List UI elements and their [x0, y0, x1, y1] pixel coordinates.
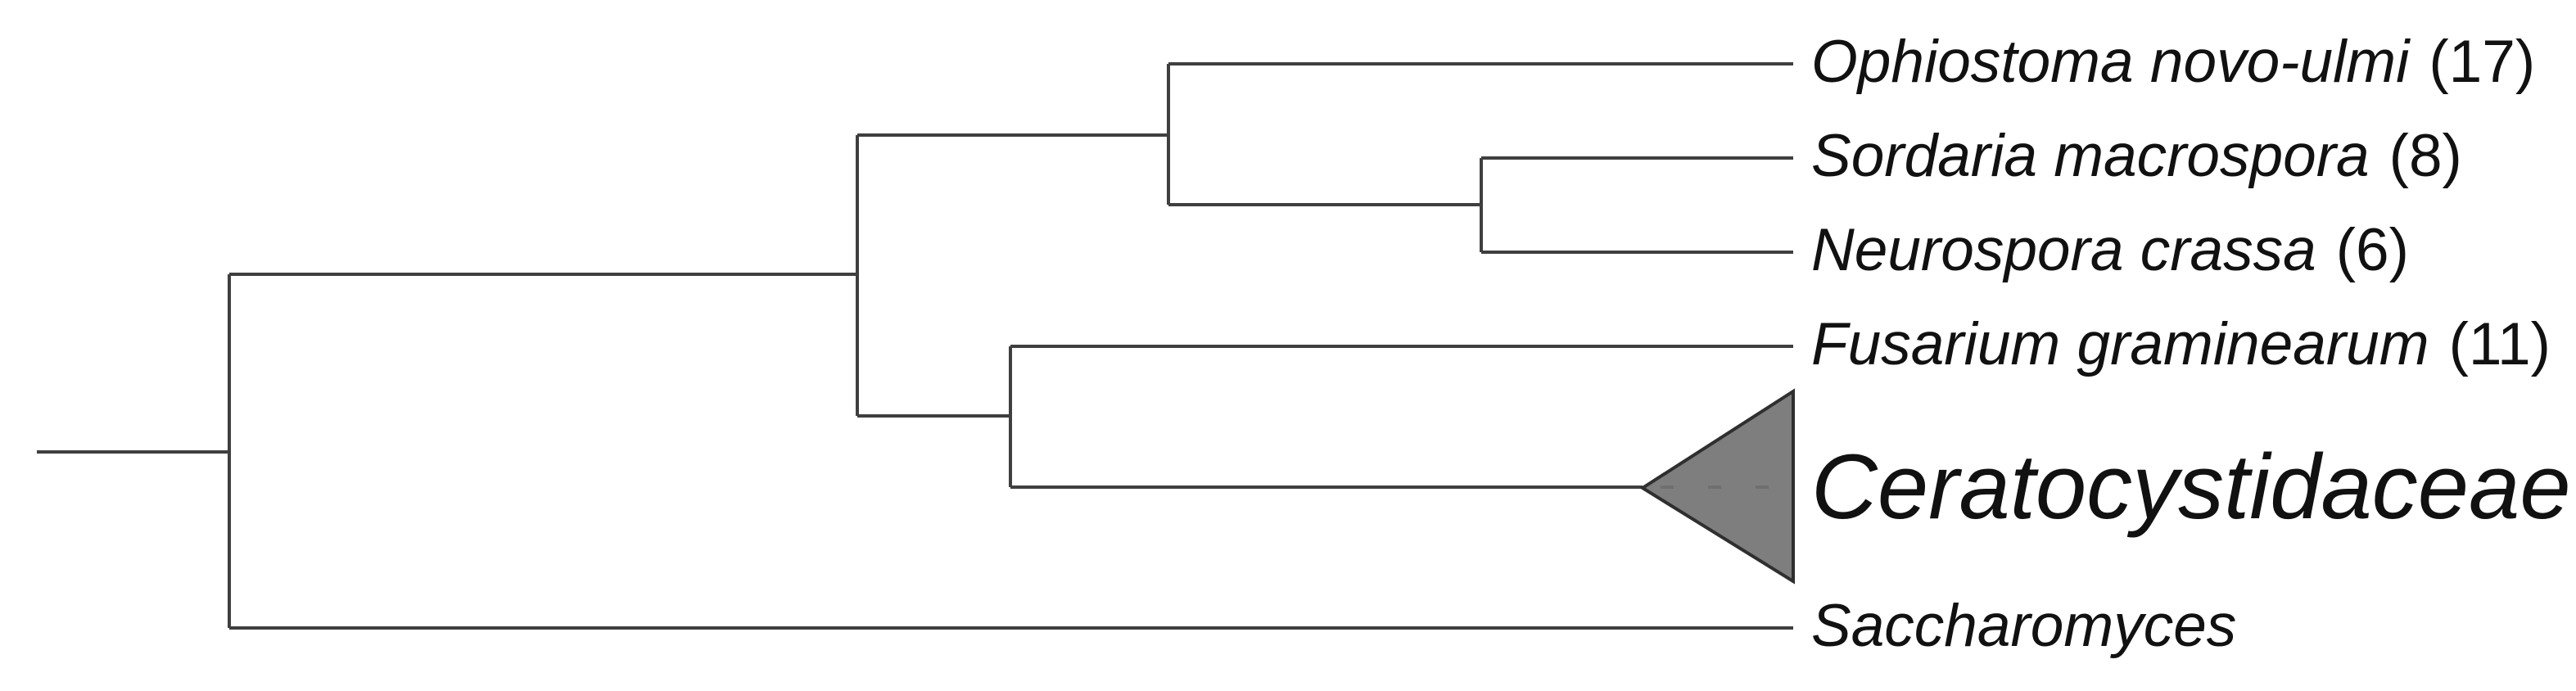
taxon-name: Saccharomyces: [1811, 593, 2236, 659]
taxon-name: Neurospora crassa: [1811, 217, 2316, 283]
branches-group: [37, 62, 1793, 630]
taxon-count: (11): [2449, 311, 2551, 377]
taxon-name: Sordaria macrospora: [1811, 123, 2370, 189]
tip-label-sordaria: Sordaria macrospora (8): [1811, 123, 2462, 189]
taxon-count: (8): [2389, 123, 2462, 189]
tip-label-ophiostoma: Ophiostoma novo-ulmi (17): [1811, 29, 2535, 95]
taxon-count: (6): [2336, 217, 2409, 283]
taxon-count: (17): [2429, 29, 2535, 95]
clade-label-ceratocystidaceae: Ceratocystidaceae: [1811, 436, 2571, 538]
tip-label-neurospora: Neurospora crassa (6): [1811, 217, 2409, 283]
taxon-name: Fusarium graminearum: [1811, 311, 2429, 377]
tip-label-saccharomyces: Saccharomyces: [1811, 593, 2236, 659]
tip-label-fusarium: Fusarium graminearum (11): [1811, 311, 2551, 377]
taxon-name: Ophiostoma novo-ulmi: [1811, 29, 2411, 95]
